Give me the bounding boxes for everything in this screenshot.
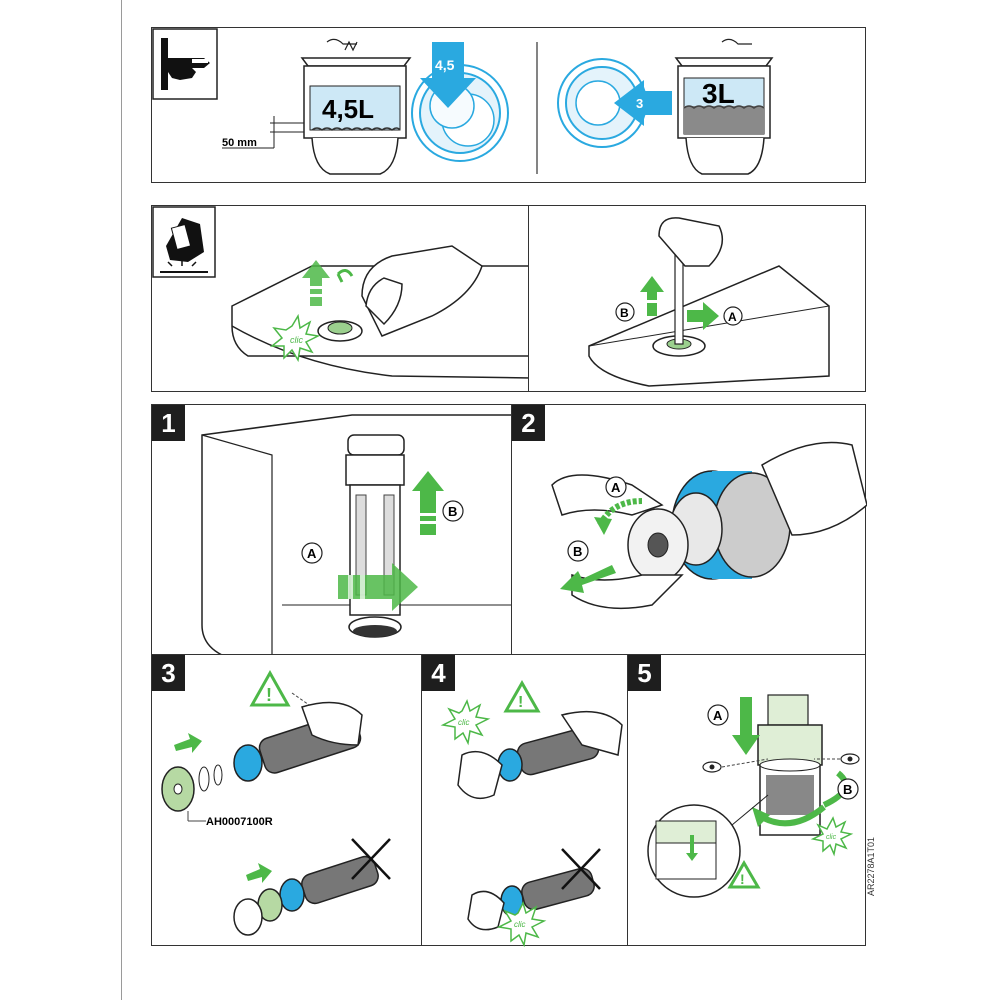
step-3-number: 3 (152, 655, 185, 691)
hand-pointing-icon (161, 38, 210, 90)
svg-text:!: ! (518, 694, 523, 711)
step5-label-b: B (843, 782, 852, 797)
step-2-number: 2 (512, 405, 545, 441)
step-4-number: 4 (422, 655, 455, 691)
step-4-illustration: ! clic clic (440, 679, 623, 947)
step-2-illustration: A B (551, 441, 867, 610)
document-code: AR2278A1T01 (866, 836, 876, 896)
step-3-illustration: ! AH0007100R (161, 669, 391, 936)
right-volume-label: 3L (702, 78, 735, 109)
eye-icon-right (840, 753, 860, 765)
step4-clic-top: clic (458, 718, 470, 727)
label-b: B (620, 306, 629, 320)
clic-label: clic (290, 335, 303, 345)
label-a: A (728, 310, 737, 324)
step-1-panel: A B 1 (151, 404, 514, 656)
svg-text:!: ! (740, 871, 745, 887)
tank-right (674, 38, 774, 175)
tank-left (300, 38, 412, 175)
glove-hand-icon (160, 218, 208, 273)
step-1-illustration: A B (201, 414, 514, 656)
part-code: AH0007100R (206, 816, 273, 828)
dual-button-left: 4,5 (411, 42, 509, 162)
step2-label-b: B (573, 544, 582, 559)
page-margin-line (121, 0, 122, 1000)
step-5-illustration: A B clic ! (647, 694, 860, 898)
remove-button-panel: clic (151, 205, 531, 392)
remove-cable-illustration: B A (588, 217, 830, 387)
remove-cable-panel: B A (528, 205, 866, 392)
step5-label-a: A (713, 708, 723, 723)
height-note: 50 mm (222, 137, 257, 149)
step-3-panel: ! AH0007100R 3 (151, 654, 423, 946)
left-badge: 4,5 (435, 57, 455, 73)
volume-illustration: 4,5L 50 mm 4,5 3 (152, 28, 774, 175)
right-badge: 3 (636, 96, 643, 111)
step-2-panel: A B 2 (511, 404, 867, 656)
step-5-number: 5 (628, 655, 661, 691)
step1-label-a: A (307, 546, 317, 561)
step1-label-b: B (448, 504, 457, 519)
svg-text:!: ! (266, 685, 272, 705)
step5-clic: clic (826, 834, 837, 841)
remove-button-illustration: clic (152, 206, 531, 379)
step2-label-a: A (611, 480, 621, 495)
step4-clic-bottom: clic (514, 920, 526, 929)
eye-icon-left (702, 761, 722, 773)
dual-button-right: 3 (557, 58, 672, 148)
step-5-panel: A B clic ! 5 (627, 654, 866, 946)
step-4-panel: ! clic clic 4 (421, 654, 629, 947)
left-volume-label: 4,5L (322, 94, 374, 124)
volume-panel: 4,5L 50 mm 4,5 3 (151, 27, 866, 183)
step-1-number: 1 (152, 405, 185, 441)
